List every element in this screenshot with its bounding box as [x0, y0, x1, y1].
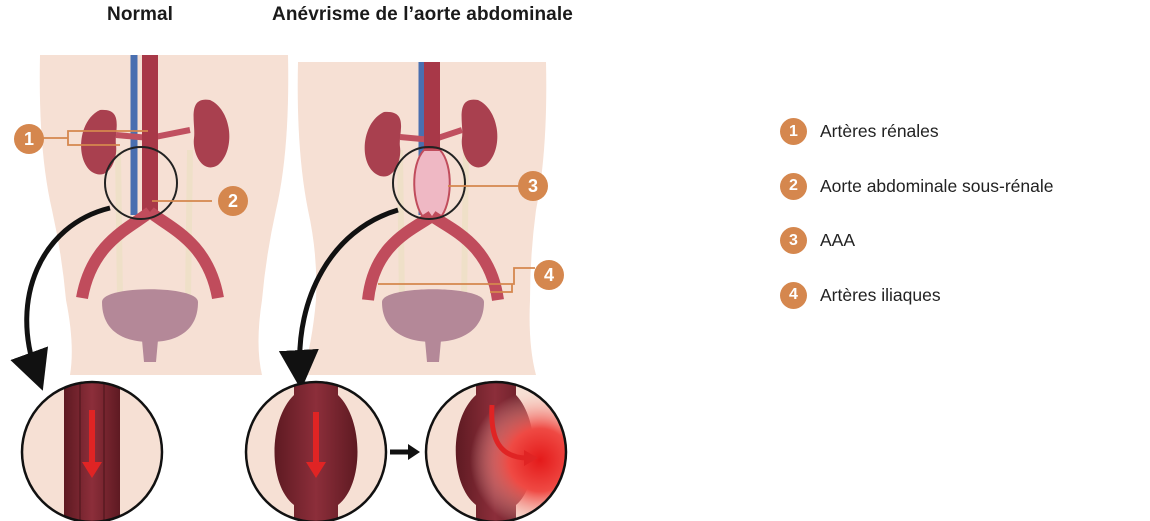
normal-torso [40, 55, 289, 375]
zoom-rupture [426, 370, 610, 521]
zoom-aneurysm-vessel [246, 370, 386, 521]
legend-item: 1 Artères rénales [780, 118, 1053, 145]
zoom-normal-vessel [22, 370, 162, 521]
legend-label: Aorte abdominale sous-rénale [820, 176, 1053, 197]
legend-label: AAA [820, 230, 855, 251]
legend-badge: 1 [780, 118, 807, 145]
aneurysm-torso [298, 62, 547, 375]
legend-label: Artères iliaques [820, 285, 941, 306]
legend-badge: 4 [780, 282, 807, 309]
legend-badge: 2 [780, 173, 807, 200]
legend-item: 2 Aorte abdominale sous-rénale [780, 173, 1053, 200]
aneurysm-bulge [414, 150, 450, 218]
legend-badge: 3 [780, 227, 807, 254]
marker-2: 2 [218, 186, 248, 216]
legend-label: Artères rénales [820, 121, 939, 142]
legend-item: 4 Artères iliaques [780, 282, 1053, 309]
marker-4: 4 [534, 260, 564, 290]
marker-3: 3 [518, 171, 548, 201]
legend-item: 3 AAA [780, 227, 1053, 254]
legend: 1 Artères rénales 2 Aorte abdominale sou… [780, 118, 1053, 336]
marker-1: 1 [14, 124, 44, 154]
